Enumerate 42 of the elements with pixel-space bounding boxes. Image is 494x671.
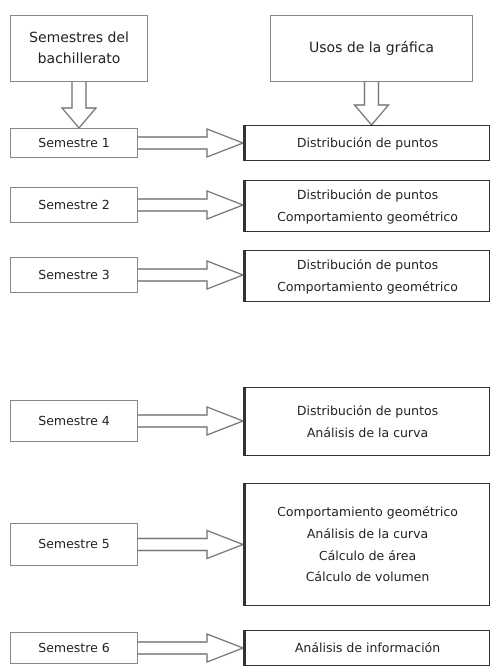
block-arrow <box>137 260 245 290</box>
block-arrow <box>137 529 245 560</box>
box-text: Análisis de la curva <box>306 524 428 543</box>
uses-box <box>243 483 490 606</box>
box-text: Semestre 2 <box>38 196 110 214</box>
box-text: Comportamiento geométrico <box>277 502 458 521</box>
header-box <box>10 15 148 82</box>
box-text: Usos de la gráfica <box>308 39 434 58</box>
box-text: Comportamiento geométrico <box>277 278 458 296</box>
box-text: Análisis de información <box>294 639 440 658</box>
semester-box <box>10 187 138 223</box>
block-arrow <box>60 81 98 130</box>
block-arrow <box>137 190 245 220</box>
box-text: Análisis de la curva <box>306 424 428 442</box>
semester-box <box>10 128 138 158</box>
uses-box <box>243 125 490 161</box>
block-arrow <box>137 128 245 158</box>
box-text: Semestre 3 <box>38 266 110 284</box>
uses-box <box>243 180 490 232</box>
box-text: Distribución de puntos <box>296 402 438 420</box>
box-text: Semestre 6 <box>38 638 110 657</box>
box-text: Distribución de puntos <box>296 256 438 274</box>
box-text: Semestre 1 <box>38 134 110 152</box>
box-text: Comportamiento geométrico <box>277 208 458 226</box>
box-text: Semestre 4 <box>38 412 110 430</box>
semester-box <box>10 400 138 442</box>
semester-box <box>10 257 138 293</box>
semester-box <box>10 632 138 664</box>
box-text: Distribución de puntos <box>296 134 438 152</box>
header-box <box>270 15 473 82</box>
semester-box <box>10 523 138 566</box>
block-arrow <box>137 632 245 664</box>
uses-box <box>243 250 490 302</box>
box-text: Semestre 5 <box>38 535 110 554</box>
uses-box <box>243 630 490 666</box>
block-arrow <box>137 406 245 436</box>
block-arrow <box>352 81 390 126</box>
box-text: Distribución de puntos <box>296 186 438 204</box>
uses-box <box>243 387 490 456</box>
box-text: Cálculo de volumen <box>306 568 430 586</box>
box-text: Cálculo de área <box>318 546 416 564</box>
box-text: Semestres del bachillerato <box>28 29 130 68</box>
